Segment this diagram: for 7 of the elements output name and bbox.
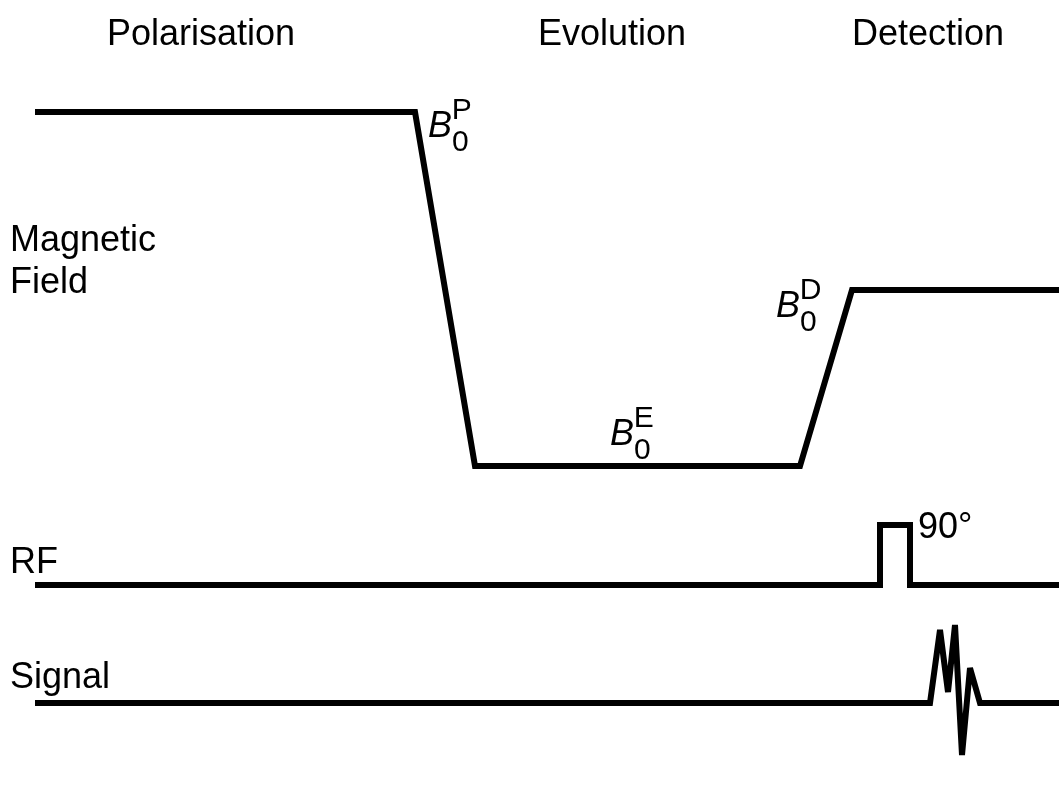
axis-label: RF	[10, 540, 58, 582]
pulse-angle-label: 90°	[918, 505, 973, 547]
phase-heading: Polarisation	[107, 12, 296, 54]
phase-heading: Detection	[852, 12, 1005, 54]
axis-label: Magnetic Field	[10, 218, 158, 302]
phase-heading: Evolution	[538, 12, 687, 54]
axis-label: Signal	[10, 655, 111, 697]
